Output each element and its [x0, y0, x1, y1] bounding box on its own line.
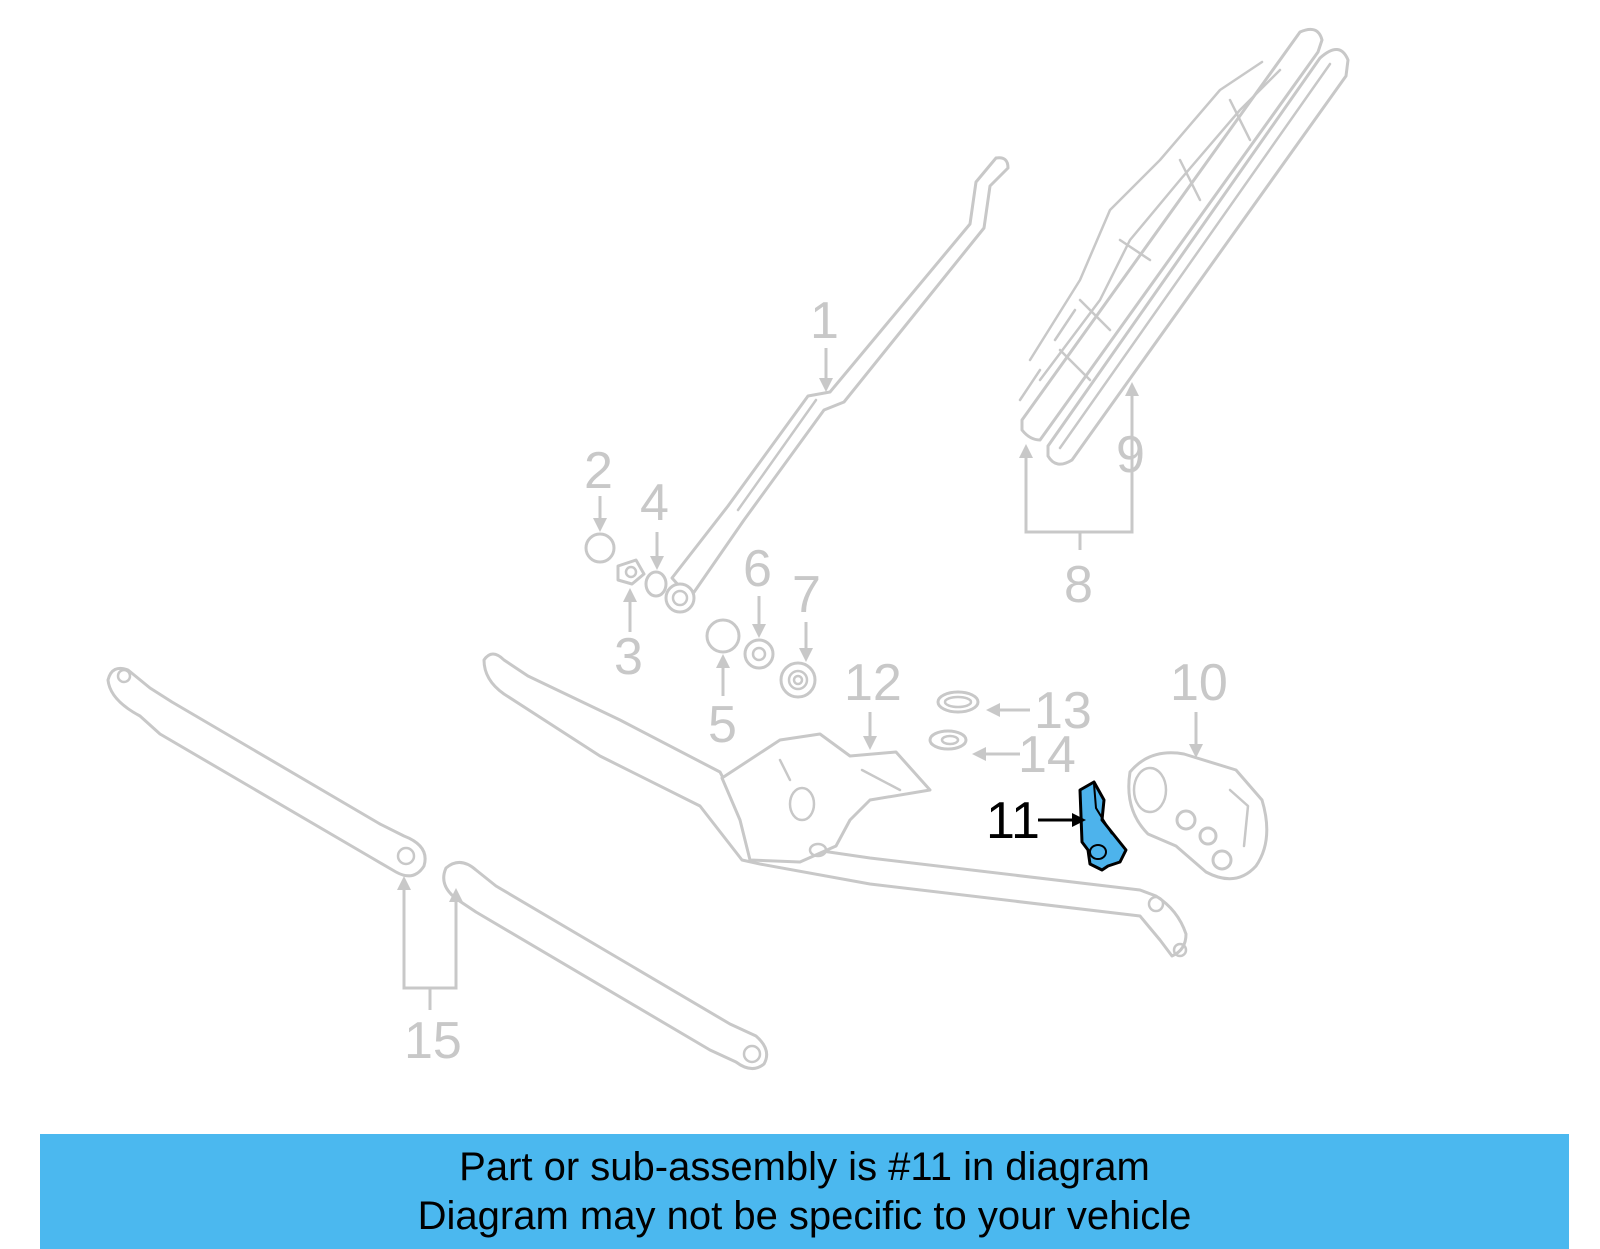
- callout-9: 9: [1116, 426, 1145, 484]
- callout-11: 11: [986, 792, 1040, 850]
- callout-labels: 1 2 4 3 6 7 5 12 13 14 10 9 8 15 11: [404, 292, 1228, 1070]
- callout-12: 12: [844, 654, 902, 712]
- wiper-arm: [664, 156, 1010, 614]
- callout-6: 6: [743, 540, 772, 598]
- linkage-rods: [106, 666, 769, 1070]
- wiper-blade-assembly: [1018, 27, 1350, 466]
- callout-5: 5: [708, 696, 737, 754]
- highlighted-part-11: [1078, 780, 1128, 872]
- callout-8: 8: [1064, 556, 1093, 614]
- banner-line-2: Diagram may not be specific to your vehi…: [417, 1194, 1192, 1238]
- callout-14: 14: [1018, 726, 1076, 784]
- wiper-transmission: [482, 652, 1188, 958]
- info-banner: Part or sub-assembly is #11 in diagram D…: [40, 1134, 1569, 1249]
- leader-lines: [397, 348, 1203, 1010]
- callout-7: 7: [792, 566, 821, 624]
- callout-3: 3: [614, 628, 643, 686]
- seals: [928, 690, 980, 751]
- callout-2: 2: [584, 442, 613, 500]
- callout-4: 4: [640, 474, 669, 532]
- callout-10: 10: [1170, 654, 1228, 712]
- callout-15: 15: [404, 1012, 462, 1070]
- wiper-motor: [1127, 751, 1269, 881]
- banner-line-1: Part or sub-assembly is #11 in diagram: [459, 1145, 1150, 1189]
- callout-13: 13: [1034, 682, 1092, 740]
- callout-1: 1: [810, 292, 839, 350]
- small-hardware: [584, 532, 817, 699]
